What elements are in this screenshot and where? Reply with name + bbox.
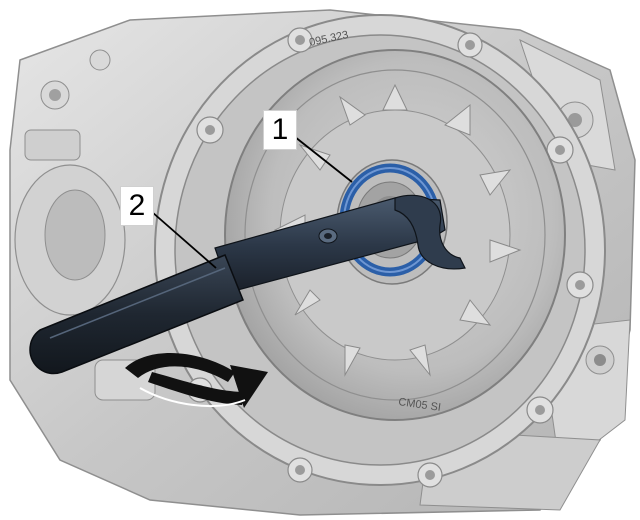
engraving-bottom: CM05 SI [398, 396, 442, 414]
callout-label-2: 2 [120, 186, 154, 226]
callout-leaders [151, 132, 353, 269]
spanner-wrench [29, 194, 466, 375]
callout-label-1: 1 [263, 110, 297, 150]
rotation-arrow-icon [125, 352, 268, 408]
